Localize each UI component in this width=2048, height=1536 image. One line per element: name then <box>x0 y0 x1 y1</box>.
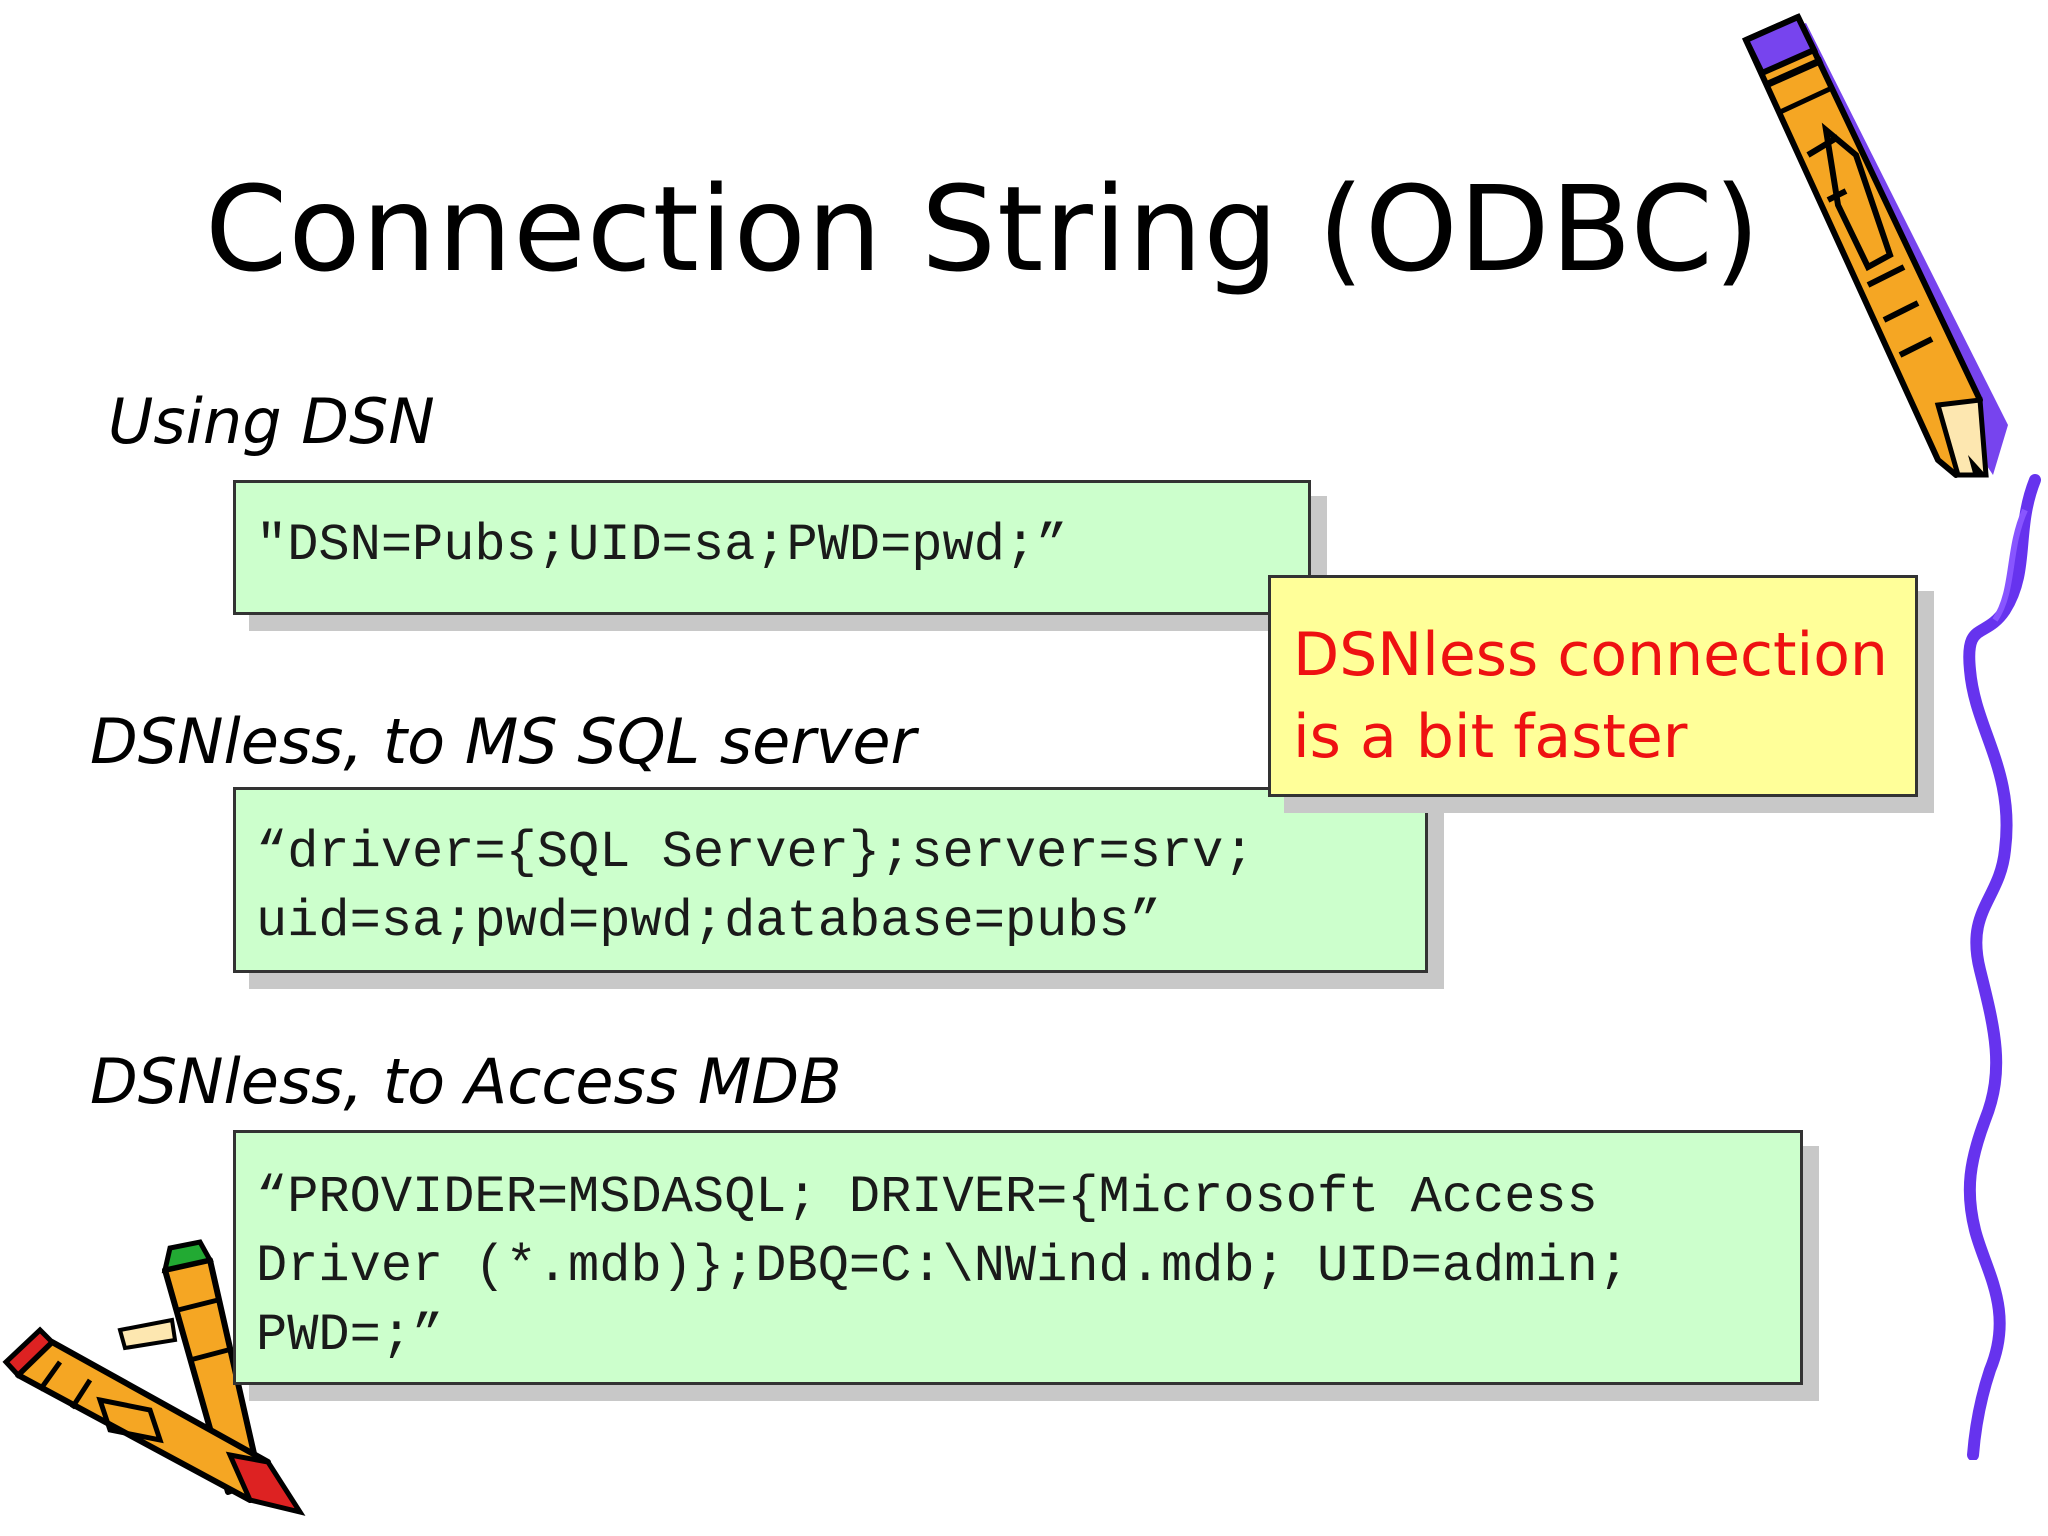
pencil-clipart-icon <box>1741 13 2008 478</box>
slide-title: Connection String (ODBC) <box>205 160 1761 298</box>
code-line: "DSN=Pubs;UID=sa;PWD=pwd;” <box>256 516 1068 575</box>
squiggle-line-icon <box>1963 474 2041 1460</box>
section-heading-dsn: Using DSN <box>108 385 435 458</box>
code-box-access-mdb: “PROVIDER=MSDASQL; DRIVER={Microsoft Acc… <box>233 1130 1803 1385</box>
crayons-clipart-icon <box>2 1239 306 1516</box>
code-box-dsn: "DSN=Pubs;UID=sa;PWD=pwd;” <box>233 480 1311 615</box>
callout-line: DSNless connection <box>1293 620 1888 690</box>
code-line: “driver={SQL Server};server=srv; <box>256 823 1255 882</box>
callout-line: is a bit faster <box>1293 702 1688 772</box>
section-heading-sql-server: DSNless, to MS SQL server <box>90 705 917 778</box>
code-line: PWD=;” <box>256 1306 444 1365</box>
callout-note: DSNless connection is a bit faster <box>1268 575 1918 797</box>
code-line: uid=sa;pwd=pwd;database=pubs” <box>256 892 1161 951</box>
section-heading-access-mdb: DSNless, to Access MDB <box>90 1045 842 1118</box>
code-box-sql-server: “driver={SQL Server};server=srv; uid=sa;… <box>233 787 1428 973</box>
code-line: “PROVIDER=MSDASQL; DRIVER={Microsoft Acc… <box>256 1168 1598 1227</box>
code-line: Driver (*.mdb)};DBQ=C:\NWind.mdb; UID=ad… <box>256 1237 1630 1296</box>
